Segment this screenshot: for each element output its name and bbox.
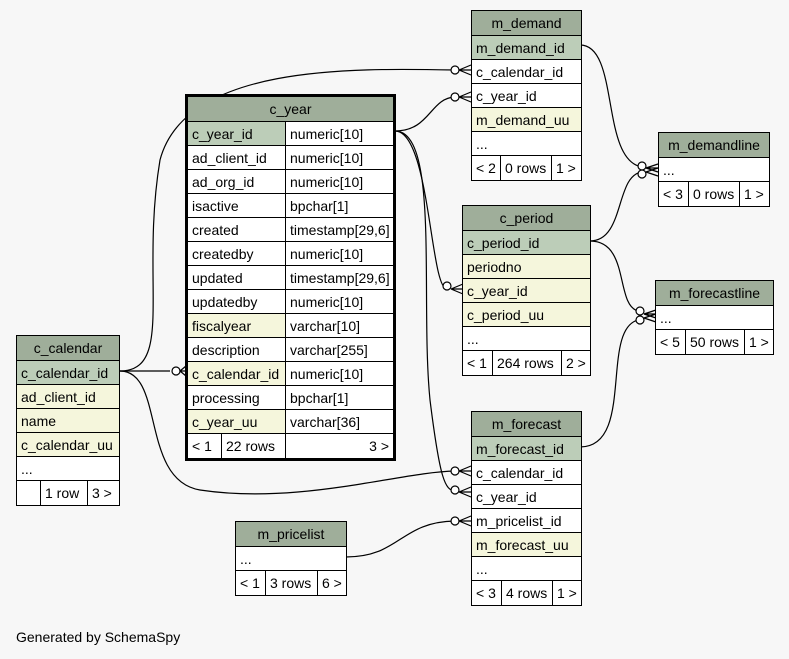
parents-count: < 1: [463, 351, 493, 375]
table-m_demand[interactable]: m_demand m_demand_id c_calendar_id c_yea…: [471, 10, 582, 181]
column-name: periodno: [467, 259, 522, 275]
table-header: c_calendar: [17, 336, 119, 361]
column-name: c_year_id: [476, 489, 537, 505]
column-name: m_forecast_id: [476, 441, 564, 457]
column-name: c_calendar_uu: [21, 437, 113, 453]
children-count: 1 >: [744, 186, 764, 202]
children-count: 1 >: [749, 334, 769, 350]
children-count: 3 >: [92, 485, 112, 501]
table-header: m_demandline: [659, 133, 769, 158]
row-count: 0 rows: [689, 182, 740, 206]
column-type: numeric[10]: [290, 126, 364, 142]
column-type: timestamp[29,6]: [290, 270, 390, 286]
column-name: updatedby: [188, 290, 286, 313]
column-type: varchar[255]: [290, 342, 368, 358]
table-m_pricelist[interactable]: m_pricelist ... < 1 3 rows 6 >: [235, 521, 347, 596]
table-header: m_forecastline: [656, 281, 773, 306]
table-m_demandline[interactable]: m_demandline ... < 3 0 rows 1 >: [658, 132, 770, 207]
column-name: processing: [188, 386, 286, 409]
column-name: isactive: [188, 194, 286, 217]
column-name: ...: [663, 162, 675, 178]
table-m_forecastline[interactable]: m_forecastline ... < 5 50 rows 1 >: [655, 280, 774, 355]
column-type: timestamp[29,6]: [290, 222, 390, 238]
column-name: c_year_id: [188, 122, 286, 145]
column-name: ...: [240, 551, 252, 567]
row-count: 0 rows: [501, 156, 552, 180]
column-name: c_calendar_id: [476, 64, 564, 80]
row-count: 4 rows: [502, 581, 553, 605]
column-name: updated: [188, 266, 286, 289]
table-header: m_forecast: [472, 412, 581, 437]
parents-count: [17, 481, 41, 505]
column-name: m_demand_uu: [476, 112, 570, 128]
table-header: m_pricelist: [236, 522, 346, 547]
column-type: varchar[10]: [290, 318, 361, 334]
children-count: 2 >: [566, 355, 586, 371]
column-name: c_calendar_id: [188, 362, 286, 385]
column-type: numeric[10]: [290, 150, 364, 166]
column-name: c_year_id: [476, 88, 537, 104]
row-count: 264 rows: [493, 351, 562, 375]
column-name: m_forecast_uu: [476, 537, 569, 553]
table-header: c_year: [188, 97, 393, 122]
column-name: ...: [21, 461, 33, 477]
parents-count: < 5: [656, 330, 686, 354]
parents-count: < 3: [472, 581, 502, 605]
column-name: description: [188, 338, 286, 361]
table-m_forecast[interactable]: m_forecast m_forecast_id c_calendar_id c…: [471, 411, 582, 606]
column-type: numeric[10]: [290, 174, 364, 190]
row-count: 22 rows: [222, 434, 286, 458]
column-name: c_period_id: [467, 235, 540, 251]
generated-by-footer: Generated by SchemaSpy: [16, 629, 181, 645]
column-name: c_period_uu: [467, 307, 545, 323]
column-name: created: [188, 218, 286, 241]
column-type: bpchar[1]: [290, 198, 349, 214]
column-name: ...: [476, 136, 488, 152]
children-count: 1 >: [557, 585, 577, 601]
parents-count: < 1: [236, 571, 266, 595]
column-name: createdby: [188, 242, 286, 265]
column-name: c_calendar_id: [476, 465, 564, 481]
column-type: numeric[10]: [290, 294, 364, 310]
column-name: ad_client_id: [21, 389, 96, 405]
parents-count: < 1: [188, 434, 222, 458]
children-count: 6 >: [322, 575, 342, 591]
column-name: ...: [467, 331, 479, 347]
column-name: m_pricelist_id: [476, 513, 562, 529]
column-name: c_year_id: [467, 283, 528, 299]
column-type: varchar[36]: [290, 414, 361, 430]
column-type: bpchar[1]: [290, 390, 349, 406]
column-name: ad_org_id: [188, 170, 286, 193]
table-c_calendar[interactable]: c_calendar c_calendar_id ad_client_id na…: [16, 335, 120, 506]
children-count: 1 >: [556, 160, 576, 176]
column-name: name: [21, 413, 57, 429]
parents-count: < 3: [659, 182, 689, 206]
column-name: c_year_uu: [188, 410, 286, 433]
column-type: numeric[10]: [290, 246, 364, 262]
column-name: ad_client_id: [188, 146, 286, 169]
row-count: 3 rows: [266, 571, 318, 595]
parents-count: < 2: [472, 156, 501, 180]
column-name: ...: [476, 561, 488, 577]
table-header: m_demand: [472, 11, 581, 36]
column-name: fiscalyear: [188, 314, 286, 337]
column-name: ...: [660, 310, 672, 326]
column-name: c_calendar_id: [21, 365, 109, 381]
column-type: numeric[10]: [290, 366, 364, 382]
row-count: 1 row: [41, 481, 88, 505]
column-name: m_demand_id: [476, 40, 565, 56]
row-count: 50 rows: [686, 330, 745, 354]
children-count: 3 >: [369, 438, 389, 454]
table-c_period[interactable]: c_period c_period_id periodno c_year_id …: [462, 205, 591, 376]
table-header: c_period: [463, 206, 590, 231]
